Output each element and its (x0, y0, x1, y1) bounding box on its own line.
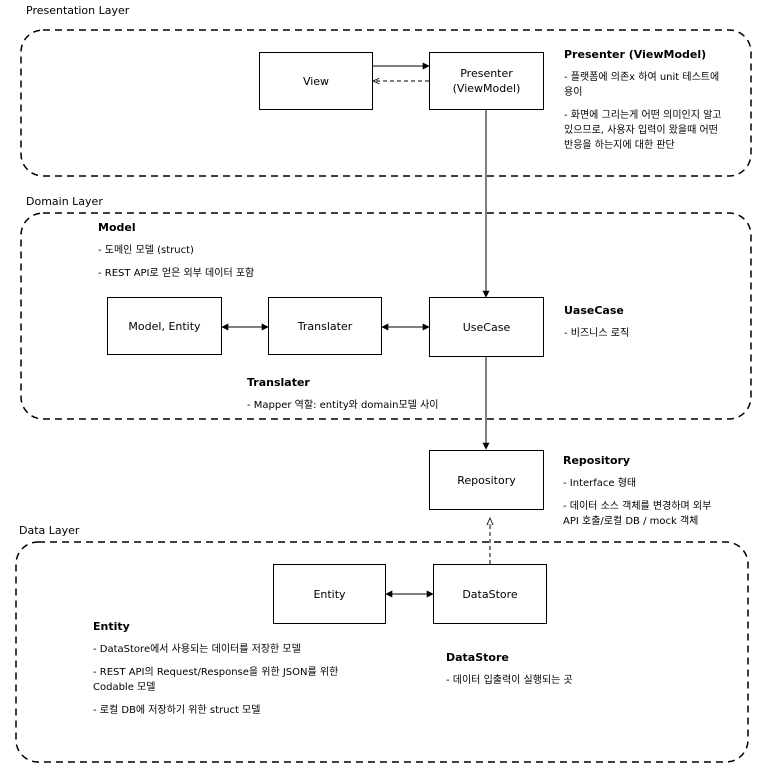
translater-box[interactable]: Translater (268, 297, 382, 355)
entity-note-item: - DataStore에서 사용되는 데이터를 저장한 모델 (93, 644, 301, 655)
repository-box[interactable]: Repository (429, 450, 544, 510)
usecase-note-item: - 비즈니스 로직 (564, 328, 630, 339)
view-box[interactable]: View (259, 52, 373, 110)
usecase-box[interactable]: UseCase (429, 297, 544, 357)
datastore-note: DataStore - 데이터 입출력이 실행되는 곳 (446, 650, 666, 696)
presenter-note-title: Presenter (ViewModel) (564, 48, 707, 61)
datastore-box[interactable]: DataStore (433, 564, 547, 624)
usecase-box-label: UseCase (462, 320, 511, 334)
datastore-box-label: DataStore (462, 587, 518, 601)
model-note-item: - REST API로 얻은 외부 데이터 포함 (98, 268, 255, 279)
model-note-item: - 도메인 모델 (struct) (98, 245, 194, 256)
translater-note-item: - Mapper 역할: entity와 domain모델 사이 (247, 400, 439, 411)
usecase-note: UaseCase - 비즈니스 로직 (564, 303, 734, 349)
model-note: Model - 도메인 모델 (struct) - REST API로 얻은 외… (98, 220, 358, 289)
repository-note-item: - Interface 형태 (563, 478, 637, 489)
presenter-note: Presenter (ViewModel) - 플랫폼에 의존x 하여 unit… (564, 47, 749, 161)
presentation-layer-label: Presentation Layer (26, 4, 130, 17)
entity-note-title: Entity (93, 620, 130, 633)
view-box-label: View (302, 74, 330, 88)
translater-note: Translater - Mapper 역할: entity와 domain모델… (247, 375, 507, 421)
translater-box-label: Translater (297, 319, 353, 333)
domain-layer-label: Domain Layer (26, 195, 103, 208)
repository-box-label: Repository (457, 473, 516, 487)
presenter-note-item: - 화면에 그리는게 어떤 의미인지 알고 있으므로, 사용자 입력이 왔을때 … (564, 110, 722, 151)
repository-note-item: - 데이터 소스 객체를 변경하며 외부 API 호출/로컬 DB / mock… (563, 501, 712, 527)
entity-note: Entity - DataStore에서 사용되는 데이터를 저장한 모델 - … (93, 619, 393, 726)
model-note-title: Model (98, 221, 136, 234)
repository-note: Repository - Interface 형태 - 데이터 소스 객체를 변… (563, 453, 758, 537)
model-entity-box[interactable]: Model, Entity (107, 297, 222, 355)
entity-note-item: - 로컬 DB에 저장하기 위한 struct 모델 (93, 705, 261, 716)
datastore-note-title: DataStore (446, 651, 509, 664)
entity-note-item: - REST API의 Request/Response을 위한 JSON를 위… (93, 667, 339, 693)
presenter-note-item: - 플랫폼에 의존x 하여 unit 테스트에 용이 (564, 72, 720, 98)
presenter-box[interactable]: Presenter (ViewModel) (429, 52, 544, 110)
model-entity-box-label: Model, Entity (128, 319, 201, 333)
translater-note-title: Translater (247, 376, 310, 389)
presenter-box-label: Presenter (ViewModel) (452, 67, 521, 95)
data-layer-label: Data Layer (19, 524, 80, 537)
entity-box-label: Entity (313, 587, 346, 601)
entity-box[interactable]: Entity (273, 564, 386, 624)
usecase-note-title: UaseCase (564, 304, 624, 317)
presentation-layer-frame (20, 29, 752, 177)
datastore-note-item: - 데이터 입출력이 실행되는 곳 (446, 675, 573, 686)
repository-note-title: Repository (563, 454, 631, 467)
domain-layer-frame (20, 212, 752, 420)
data-layer-frame (15, 541, 749, 763)
